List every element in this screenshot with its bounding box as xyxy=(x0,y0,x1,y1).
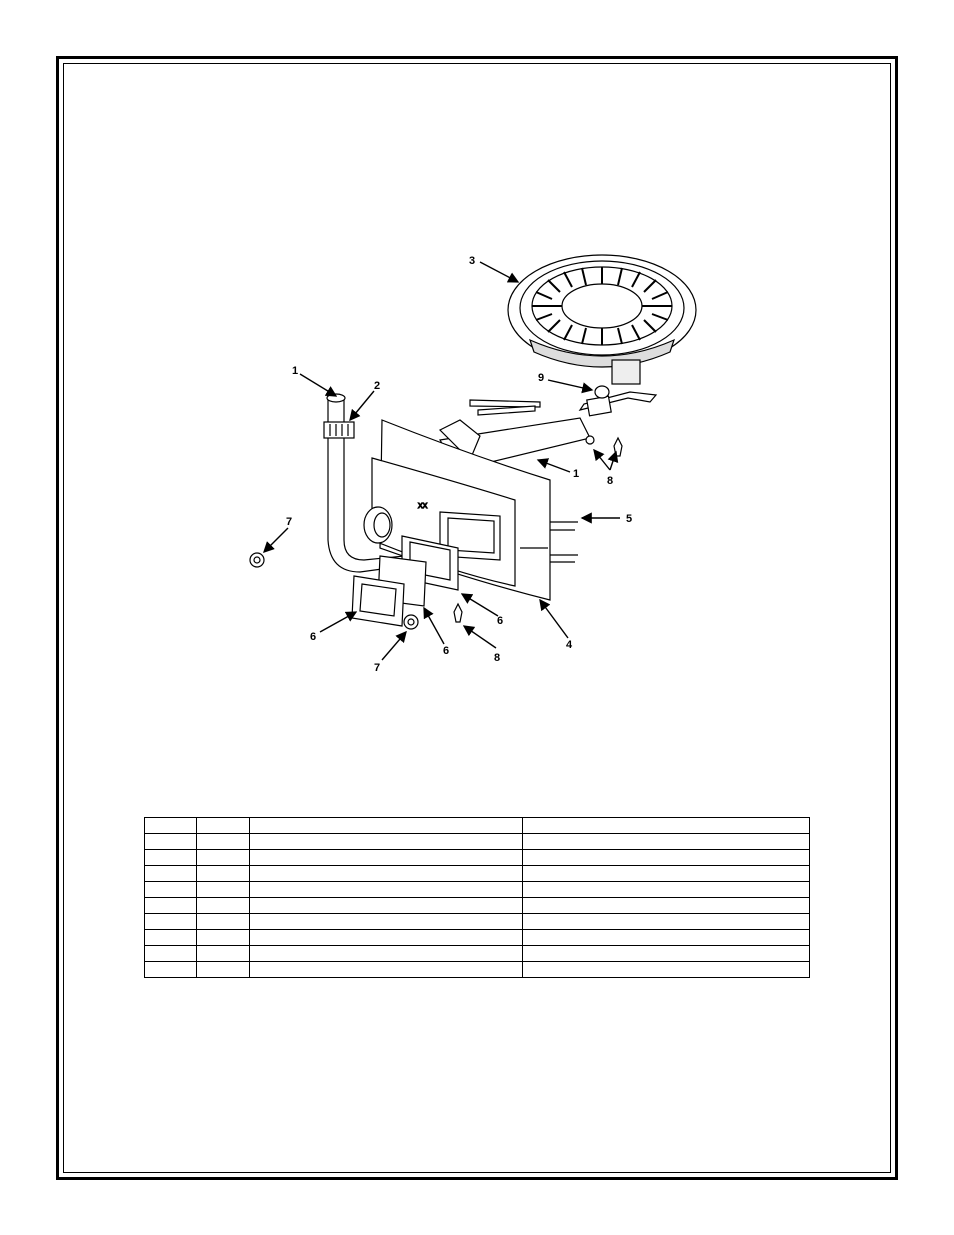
table-cell xyxy=(144,881,197,898)
table-cell xyxy=(144,817,197,834)
table-cell xyxy=(195,849,250,866)
parts-table xyxy=(144,817,810,978)
callout-6-escutcheon-mid: 6 xyxy=(443,645,449,657)
table-row xyxy=(144,961,810,978)
table-cell xyxy=(248,881,524,898)
callout-leaders xyxy=(263,261,620,661)
callout-7-nut: 7 xyxy=(374,662,380,674)
table-row xyxy=(144,881,810,898)
table-cell xyxy=(144,865,197,882)
page-border-inner xyxy=(63,63,891,1173)
table-cell xyxy=(248,833,524,850)
hardware-fasteners xyxy=(249,552,463,630)
table-row xyxy=(144,945,810,962)
burner-head xyxy=(507,254,697,385)
table-cell xyxy=(522,897,810,914)
table-cell xyxy=(522,929,810,946)
callout-2-clamp: 2 xyxy=(374,380,380,392)
callout-1-burner-tube: 1 xyxy=(573,468,579,480)
callout-5-panel: 5 xyxy=(626,513,632,525)
callout-9-orifice: 9 xyxy=(538,372,544,384)
gas-tube xyxy=(323,393,405,573)
table-cell xyxy=(248,849,524,866)
table-cell xyxy=(195,817,250,834)
table-cell xyxy=(248,913,524,930)
table-cell xyxy=(195,961,250,978)
table-row xyxy=(144,849,810,866)
table-cell xyxy=(195,929,250,946)
table-row xyxy=(144,833,810,850)
table-cell xyxy=(195,833,250,850)
table-cell xyxy=(144,833,197,850)
table-cell xyxy=(522,849,810,866)
callout-6-escutcheon-left: 6 xyxy=(310,631,316,643)
table-cell xyxy=(248,929,524,946)
table-cell xyxy=(522,817,810,834)
callout-1-tube: 1 xyxy=(292,365,298,377)
table-cell xyxy=(144,945,197,962)
callout-7-nut-left: 7 xyxy=(286,516,292,528)
table-cell xyxy=(522,945,810,962)
table-cell xyxy=(248,817,524,834)
table-row xyxy=(144,897,810,914)
table-row xyxy=(144,865,810,882)
table-cell xyxy=(522,961,810,978)
table-cell xyxy=(195,881,250,898)
table-cell xyxy=(248,897,524,914)
table-cell xyxy=(248,945,524,962)
table-row xyxy=(144,913,810,930)
table-cell xyxy=(195,897,250,914)
table-cell xyxy=(144,913,197,930)
panel-mark: XX xyxy=(418,503,428,510)
table-cell xyxy=(144,961,197,978)
table-row xyxy=(144,929,810,946)
table-cell xyxy=(522,865,810,882)
escutcheon-plates xyxy=(351,535,459,627)
burner-tube-assembly xyxy=(438,385,658,471)
table-cell xyxy=(248,961,524,978)
table-cell xyxy=(144,849,197,866)
table-cell xyxy=(522,881,810,898)
page-border-outer xyxy=(56,56,898,1180)
table-cell xyxy=(144,897,197,914)
callout-6-escutcheon-right: 6 xyxy=(497,615,503,627)
table-cell xyxy=(522,833,810,850)
table-cell xyxy=(144,929,197,946)
callout-4-panel: 4 xyxy=(566,639,573,651)
callout-3-burner-head: 3 xyxy=(469,255,475,267)
table-cell xyxy=(195,865,250,882)
table-cell xyxy=(195,913,250,930)
table-cell xyxy=(522,913,810,930)
callout-8-screw: 8 xyxy=(494,652,500,664)
table-cell xyxy=(195,945,250,962)
table-row xyxy=(144,817,810,834)
callout-8-screws: 8 xyxy=(607,475,613,487)
table-cell xyxy=(248,865,524,882)
